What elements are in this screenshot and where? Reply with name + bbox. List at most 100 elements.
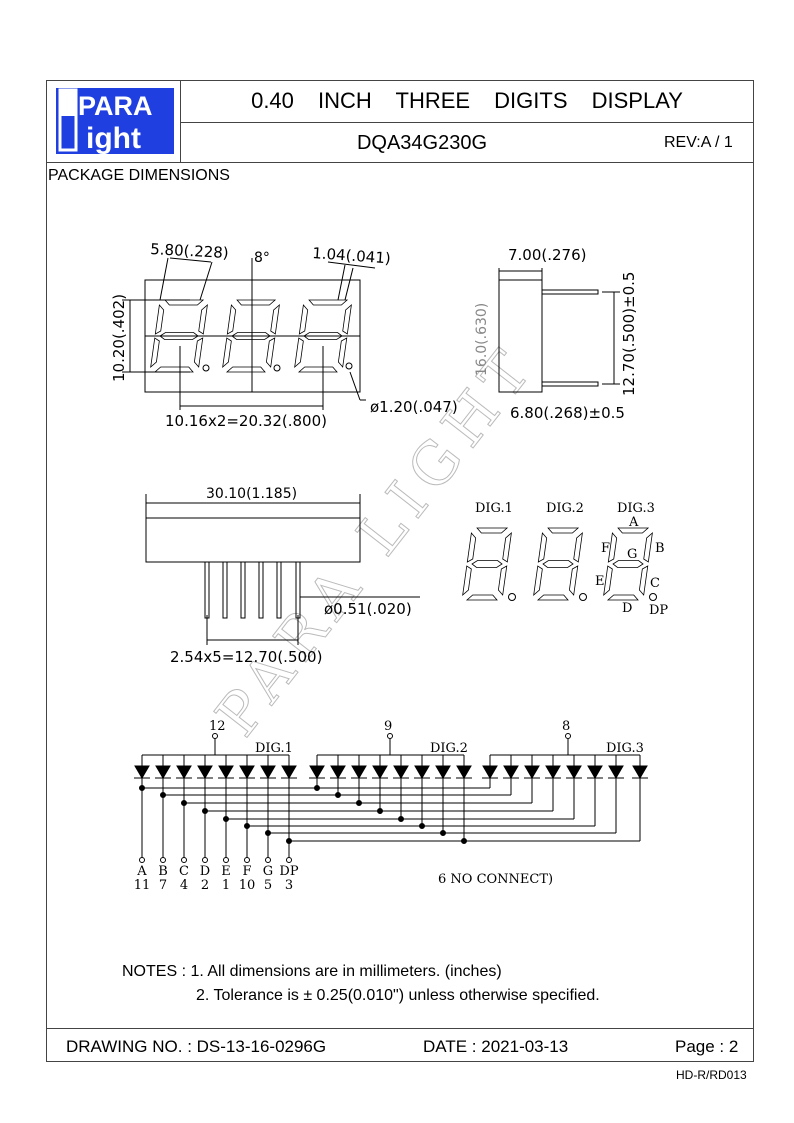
segment-name: C <box>179 864 189 879</box>
diode <box>435 765 451 779</box>
segment <box>547 527 580 534</box>
section-title: PACKAGE DIMENSIONS <box>48 167 230 184</box>
dp-dot <box>579 593 587 601</box>
pin <box>240 561 246 619</box>
dim-dp-diameter: ø1.20(.047) <box>370 398 458 416</box>
segment-pin <box>202 857 208 863</box>
segment <box>643 531 653 563</box>
dim-height: 10.20(.402) <box>110 294 128 382</box>
segment <box>150 337 160 369</box>
segment <box>265 337 276 368</box>
diode <box>218 765 234 779</box>
side-view <box>498 268 620 393</box>
diode <box>134 765 150 779</box>
segment <box>533 565 543 597</box>
segment-pin-number: 4 <box>180 878 188 893</box>
dim-body-height: 16.0(.630) <box>474 303 490 376</box>
map-digit-2 <box>533 527 583 601</box>
digit-label-3: DIG.3 <box>617 501 655 516</box>
common-pin <box>212 733 218 739</box>
segment-pin-number: 7 <box>159 878 167 893</box>
segment <box>542 560 574 568</box>
digit-label: DIG.1 <box>255 741 293 756</box>
segment-pin-number: 2 <box>201 878 209 893</box>
segment <box>303 332 343 340</box>
watermark: PARA LIGHT <box>202 331 549 748</box>
dim-pin-span: 12.70(.500)±0.5 <box>620 272 638 396</box>
dim-pin-pitch: 2.54x5=12.70(.500) <box>170 648 322 666</box>
segment-pin <box>160 857 166 863</box>
segment-pin-number: 5 <box>264 878 272 893</box>
diode <box>281 765 297 779</box>
diode <box>309 765 325 779</box>
segment <box>617 527 650 534</box>
svg-text:ight: ight <box>86 122 141 154</box>
diode <box>414 765 430 779</box>
segment-pin <box>244 857 250 863</box>
front-digit-2 <box>222 299 280 373</box>
diode <box>482 765 498 779</box>
segment <box>231 332 271 340</box>
segment <box>536 594 569 601</box>
segment <box>193 337 204 368</box>
segment <box>164 299 205 306</box>
diode <box>351 765 367 779</box>
pin <box>276 561 282 619</box>
diode <box>393 765 409 779</box>
segment-name: DP <box>279 864 298 879</box>
common-pin-number: 12 <box>209 719 226 734</box>
segment-label-d: D <box>622 601 632 616</box>
segment <box>462 565 472 597</box>
front-digit-1 <box>150 299 208 373</box>
segment <box>298 304 309 335</box>
segment <box>603 565 613 597</box>
common-pin-number: 8 <box>562 719 570 734</box>
notes: NOTES : 1. All dimensions are in millime… <box>122 960 600 1008</box>
dim-pin-diameter: ø0.51(.020) <box>324 600 412 618</box>
segment-label-a: A <box>628 515 639 530</box>
segment <box>226 304 237 335</box>
page-frame <box>46 80 754 1062</box>
segment <box>573 531 583 563</box>
document-title: 0.40 INCH THREE DIGITS DISPLAY <box>251 88 683 113</box>
segment <box>159 332 199 340</box>
dp-dot <box>649 593 657 601</box>
svg-text:PARA: PARA <box>78 91 153 121</box>
drawing-date: DATE : 2021-03-13 <box>423 1037 569 1056</box>
segment-name: D <box>200 864 210 879</box>
page-number: Page : 2 <box>675 1037 739 1056</box>
divider <box>46 1028 754 1029</box>
segment-label-g: G <box>627 547 637 562</box>
segment-name: E <box>221 864 231 879</box>
segment <box>607 532 618 563</box>
segment <box>198 303 208 335</box>
segment-name: G <box>263 864 273 879</box>
diode <box>372 765 388 779</box>
diode <box>197 765 213 779</box>
segment <box>337 337 348 368</box>
segment <box>606 594 639 601</box>
segment-pin <box>286 857 292 863</box>
segment <box>497 565 508 596</box>
segment-name: F <box>242 864 251 879</box>
common-pin-number: 9 <box>384 719 392 734</box>
segment <box>568 565 579 596</box>
segment-pin-number: 1 <box>222 878 230 893</box>
pin <box>258 561 264 619</box>
segment-pin-number: 11 <box>134 878 151 893</box>
pin <box>295 561 301 619</box>
company-logo: PARA ight <box>56 88 174 154</box>
diode <box>260 765 276 779</box>
dp-dot <box>508 593 516 601</box>
diode <box>503 765 519 779</box>
note-2: 2. Tolerance is ± 0.25(0.010") unless ot… <box>196 987 600 1004</box>
segment <box>297 366 338 373</box>
segment <box>465 594 498 601</box>
segment <box>154 304 165 335</box>
segment-pin <box>181 857 187 863</box>
segment <box>236 299 277 306</box>
segment <box>225 366 266 373</box>
